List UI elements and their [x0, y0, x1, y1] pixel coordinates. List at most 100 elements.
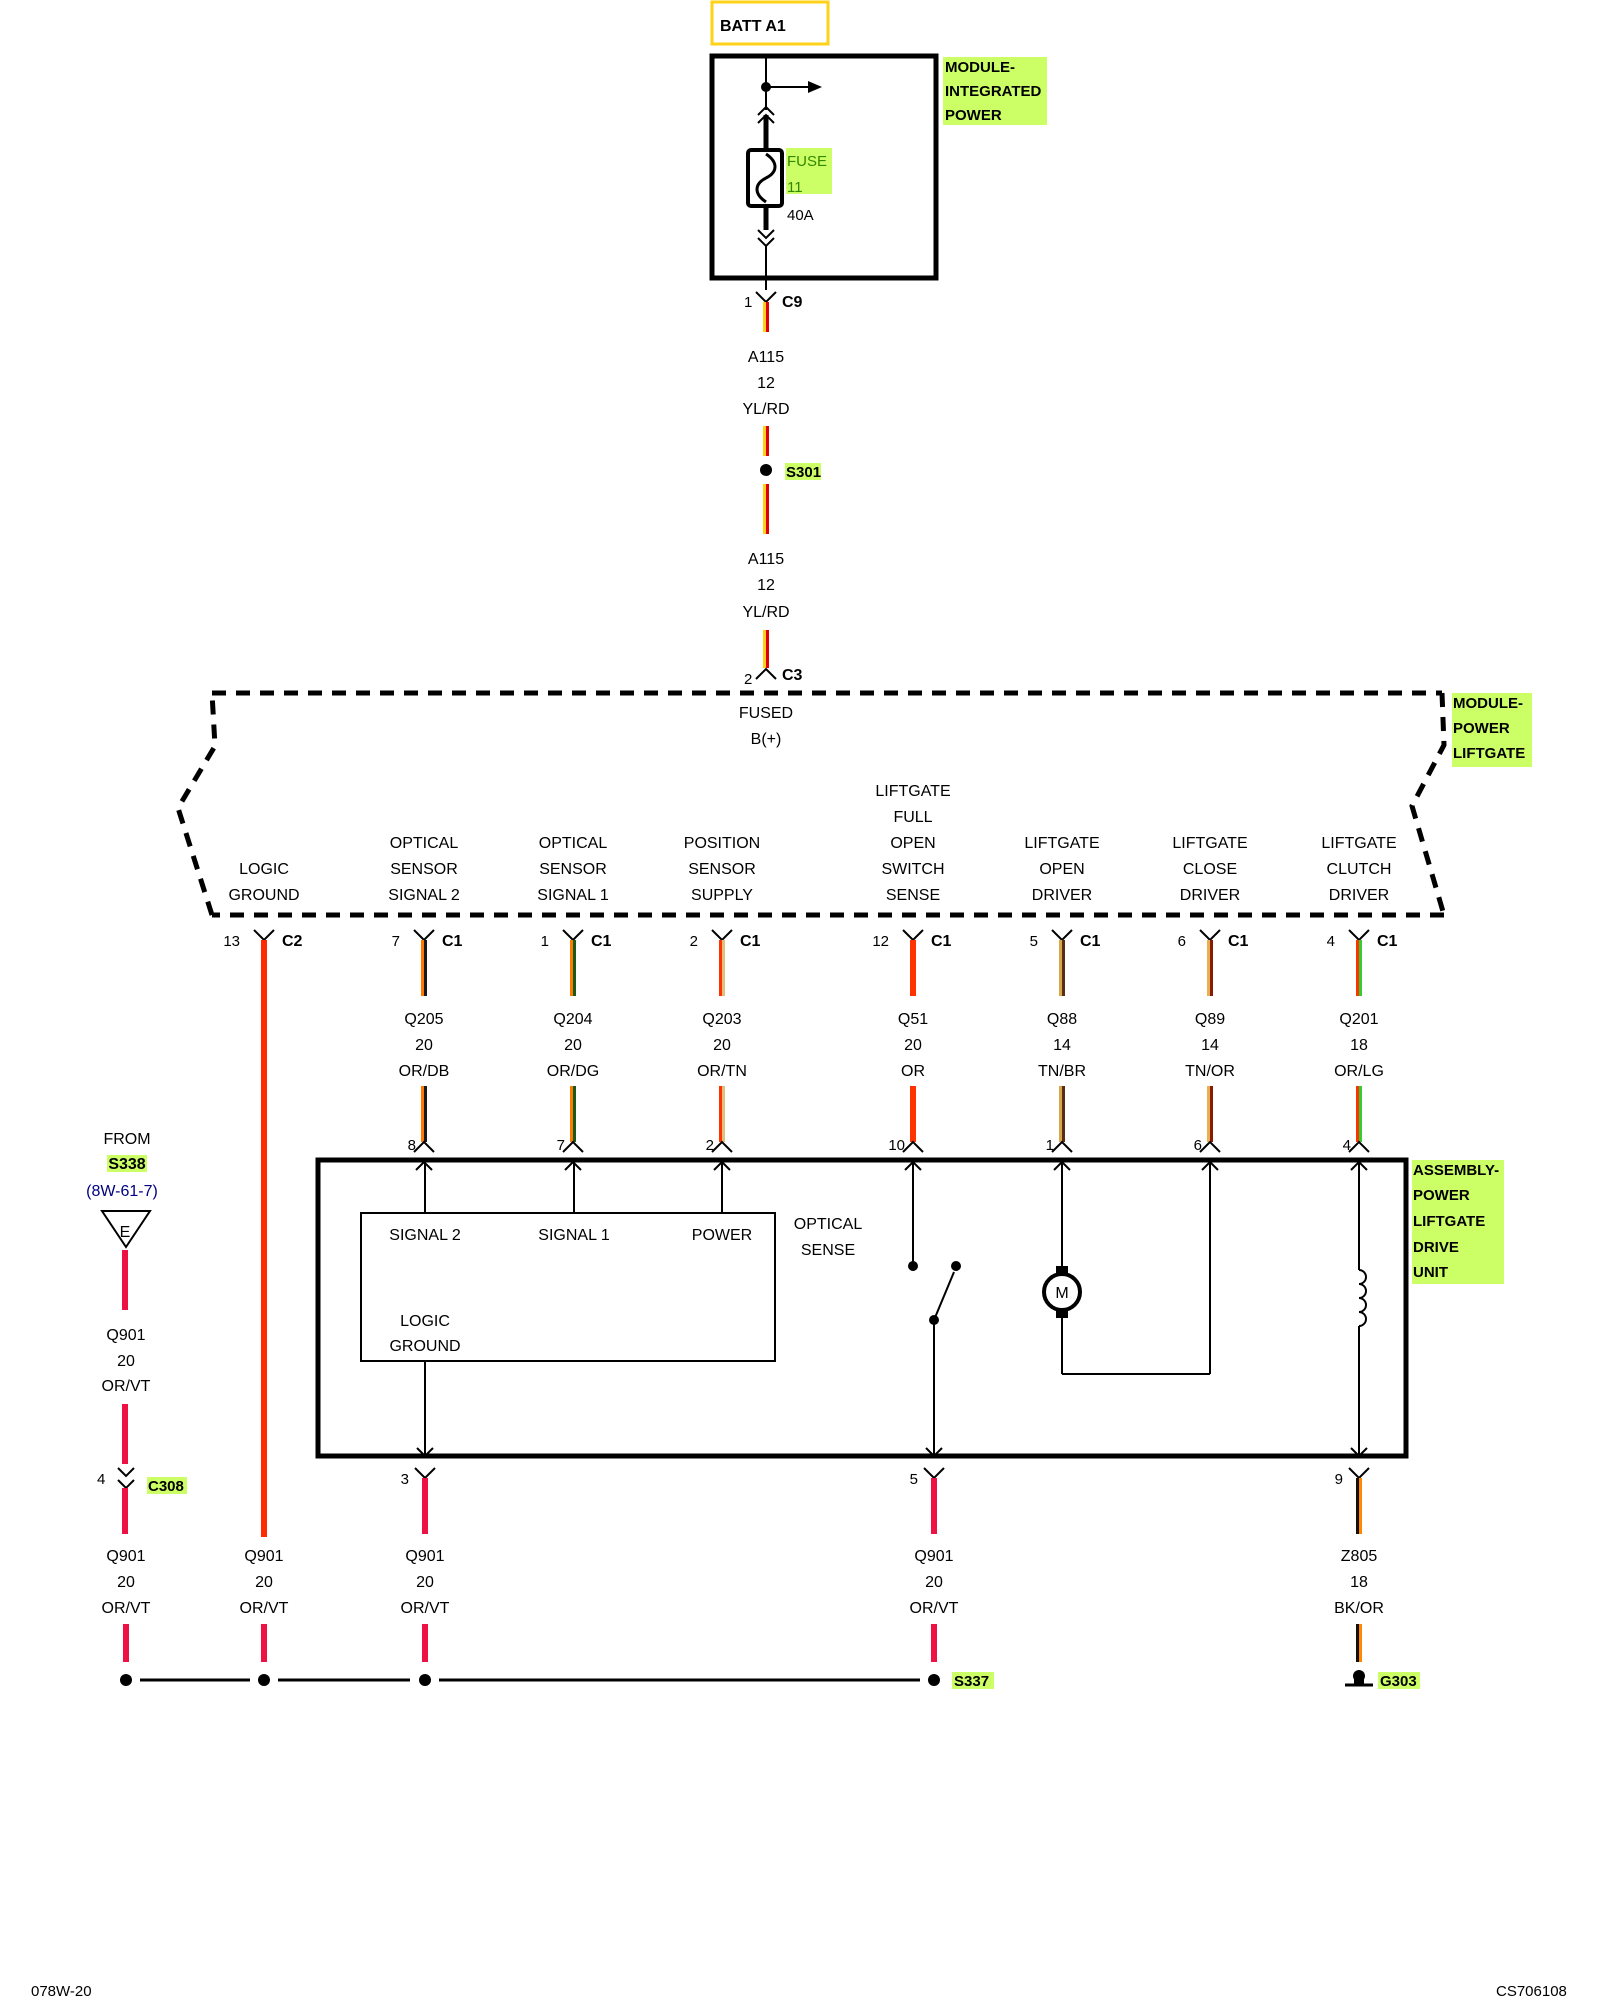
svg-text:18: 18 [1350, 1574, 1368, 1591]
connector-icon [1348, 929, 1370, 942]
svg-text:E: E [120, 1224, 131, 1241]
power-module-box [709, 53, 939, 281]
svg-text:OR/VT: OR/VT [102, 1378, 151, 1395]
optical-sensor-box [360, 1212, 776, 1362]
splice-s337-label: S337 [954, 1673, 989, 1690]
c9-pin: 1 [744, 294, 752, 311]
fuse-icon [746, 148, 784, 208]
drive-unit-box [315, 1157, 1409, 1459]
liftgate-module-title: MODULE- POWER LIFTGATE [1452, 693, 1532, 767]
svg-text:Q88: Q88 [1047, 1011, 1077, 1028]
arrow-down-icon [416, 1447, 434, 1458]
svg-text:12: 12 [872, 933, 889, 950]
pin-label: CLOSE [1183, 861, 1237, 878]
svg-text:Q901: Q901 [106, 1548, 145, 1565]
pin-label: FULL [893, 809, 932, 826]
pin-label: SUPPLY [691, 887, 753, 904]
svg-text:5: 5 [1030, 933, 1038, 950]
svg-text:POWER: POWER [1413, 1187, 1470, 1204]
pin-label: DRIVER [1329, 887, 1389, 904]
svg-text:9: 9 [1335, 1471, 1343, 1488]
svg-text:OPTICAL: OPTICAL [794, 1216, 863, 1233]
splice-s301-label: S301 [786, 464, 821, 481]
drive-pin-number: 7 [557, 1137, 565, 1154]
svg-text:C1: C1 [1080, 933, 1101, 950]
svg-text:Q89: Q89 [1195, 1011, 1225, 1028]
svg-text:C1: C1 [442, 933, 463, 950]
connector-icon [414, 1467, 436, 1480]
ground-bus: Q90120OR/VTQ90120OR/VTQ90120OR/VTQ90120O… [102, 1478, 1384, 1686]
svg-text:2: 2 [744, 671, 752, 688]
svg-text:C3: C3 [782, 667, 803, 684]
svg-text:Q901: Q901 [106, 1327, 145, 1344]
arrow-down-icon [925, 1447, 943, 1458]
svg-text:20: 20 [117, 1353, 135, 1370]
svg-text:A115: A115 [748, 349, 784, 366]
connector-icon [413, 929, 435, 942]
drive-pin-number: 6 [1194, 1137, 1202, 1154]
svg-text:INTEGRATED: INTEGRATED [945, 83, 1042, 100]
pin-label: LOGIC [239, 861, 289, 878]
connector-icon [711, 1140, 733, 1153]
s338-ref-link[interactable]: (8W-61-7) [86, 1183, 158, 1200]
pin-label: OPEN [1039, 861, 1084, 878]
pin-label: SIGNAL 2 [388, 887, 460, 904]
pin-label: LIFTGATE [1321, 835, 1396, 852]
drive-pin-number: 10 [888, 1137, 905, 1154]
svg-text:7: 7 [392, 933, 400, 950]
svg-text:20: 20 [564, 1037, 582, 1054]
svg-text:12: 12 [757, 577, 775, 594]
svg-text:18: 18 [1350, 1037, 1368, 1054]
drive-pin-number: 1 [1046, 1137, 1054, 1154]
svg-text:POWER: POWER [945, 107, 1002, 124]
svg-text:OR/DB: OR/DB [399, 1063, 450, 1080]
svg-text:20: 20 [925, 1574, 943, 1591]
connector-icon [562, 929, 584, 942]
svg-text:5: 5 [910, 1471, 918, 1488]
pin-label: GROUND [228, 887, 299, 904]
fuse-label: FUSE [787, 153, 827, 170]
from-label: FROM [103, 1131, 150, 1148]
connector-icon [902, 1140, 924, 1153]
batt-source-box [710, 0, 830, 46]
pin-label: SWITCH [881, 861, 944, 878]
svg-text:Q204: Q204 [553, 1011, 592, 1028]
svg-text:SIGNAL 1: SIGNAL 1 [538, 1227, 610, 1244]
svg-text:MODULE-: MODULE- [1453, 695, 1523, 712]
svg-text:1: 1 [541, 933, 549, 950]
batt-source-label: BATT A1 [720, 18, 786, 35]
power-module-title: MODULE- INTEGRATED POWER [943, 57, 1047, 125]
svg-text:UNIT: UNIT [1413, 1264, 1448, 1281]
pin-label: OPTICAL [390, 835, 459, 852]
pin-label: LIFTGATE [1024, 835, 1099, 852]
arrow-down-icon [1350, 1447, 1368, 1458]
svg-text:B(+): B(+) [751, 731, 782, 748]
svg-text:2: 2 [690, 933, 698, 950]
connector-c9-icon [755, 291, 777, 304]
svg-text:OR/DG: OR/DG [547, 1063, 599, 1080]
splice-node [928, 1674, 940, 1686]
splice-s338-label: S338 [108, 1156, 145, 1173]
svg-text:C1: C1 [931, 933, 952, 950]
svg-text:Q51: Q51 [898, 1011, 928, 1028]
svg-text:C1: C1 [1377, 933, 1398, 950]
connector-icon [562, 1140, 584, 1153]
svg-text:MODULE-: MODULE- [945, 59, 1015, 76]
svg-text:GROUND: GROUND [389, 1338, 460, 1355]
svg-text:20: 20 [713, 1037, 731, 1054]
svg-text:Q901: Q901 [244, 1548, 283, 1565]
arrow-right-icon [808, 81, 822, 93]
svg-text:20: 20 [255, 1574, 273, 1591]
connector-icon [923, 1467, 945, 1480]
drive-pin-number: 2 [706, 1137, 714, 1154]
drive-unit-title: ASSEMBLY- POWER LIFTGATE DRIVE UNIT [1412, 1160, 1504, 1284]
clutch-coil-icon [1358, 1160, 1367, 1456]
liftgate-module-outline [175, 690, 1447, 918]
